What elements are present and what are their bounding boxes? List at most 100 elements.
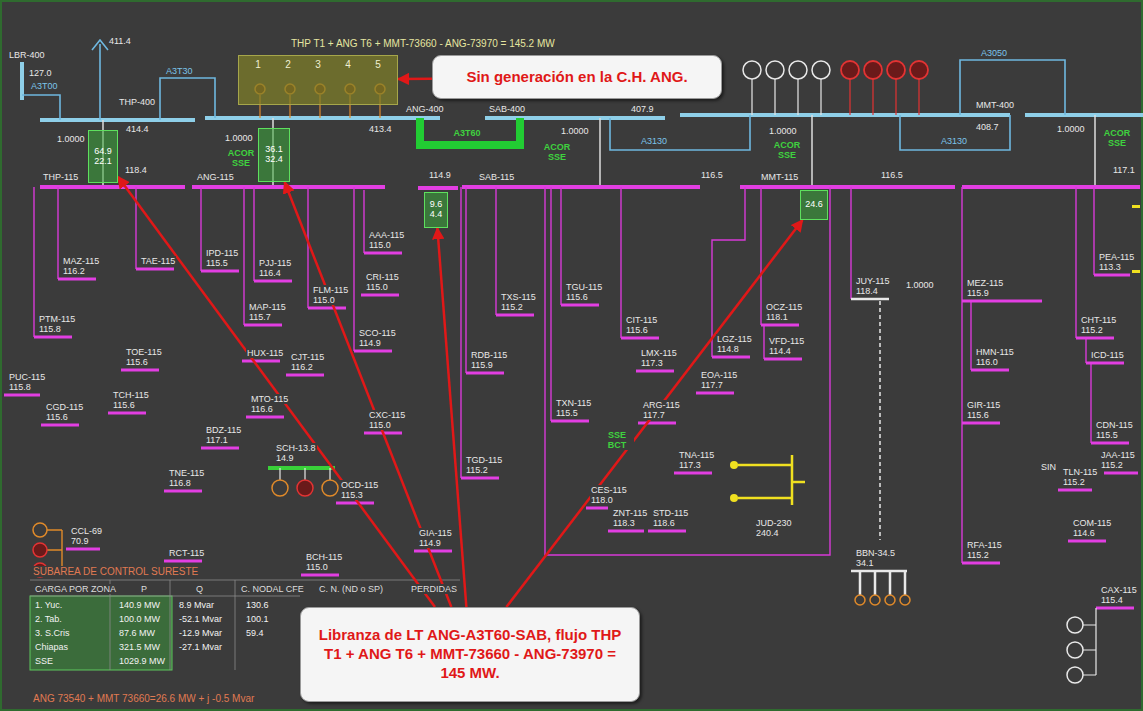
bus-label: 1.0000: [768, 126, 798, 136]
table-cell: 130.6: [245, 600, 270, 610]
bus-label: 115.2: [966, 550, 990, 560]
bus-label: 407.9: [630, 104, 655, 114]
bus-label: THP-115: [42, 172, 79, 182]
bus-label: 115.7: [248, 312, 272, 322]
bus-node: [730, 494, 738, 502]
bus-label: FLM-115: [312, 285, 349, 295]
bus-label: 114.8: [716, 344, 740, 354]
table-cell: 321.5 MW: [118, 642, 161, 652]
bus-label: HMN-115: [975, 347, 1015, 357]
bus-label: 115.6: [125, 357, 149, 367]
bus-label: CCL-69: [70, 526, 103, 536]
bus-label: 114.9: [358, 338, 382, 348]
line-a3t60: [420, 118, 520, 145]
bus-label: RDB-115: [470, 350, 508, 360]
bus-label: 115.6: [966, 410, 990, 420]
bus-label: CIT-115: [625, 315, 658, 325]
bus-label: ANG-115: [196, 172, 235, 182]
line-400kv: [22, 40, 1065, 150]
table-cell: 100.0 MW: [118, 614, 161, 624]
callout-arrow: [118, 177, 435, 607]
bus-label: MTO-115: [250, 394, 289, 404]
bus-label: 115.5: [1095, 430, 1119, 440]
generator-symbols: [841, 61, 928, 79]
bus-label: 116.5: [880, 170, 904, 180]
bus-label: 115.6: [45, 412, 69, 422]
generator-symbol: [1067, 667, 1083, 683]
feeder-line: [34, 187, 1094, 563]
bus-label: 240.4: [755, 528, 780, 538]
status-label: ACOR SSE: [540, 142, 574, 162]
table-header: P: [140, 584, 148, 594]
bus-label: 118.3: [612, 518, 636, 528]
generator-symbol: [1067, 642, 1083, 658]
substation-bus: [851, 299, 907, 595]
bus-label: 1.0000: [224, 133, 254, 143]
bus-label: TXN-115: [555, 398, 592, 408]
line-label: A3T30: [165, 66, 194, 76]
bus-label: 70.9: [70, 536, 90, 546]
bus-label: MEZ-115: [966, 278, 1004, 288]
bus-label: TOE-115: [125, 347, 163, 357]
generator-symbol: [33, 543, 47, 557]
generator-symbol: [885, 595, 895, 605]
callout-box: Sin generación en la C.H. ANG.: [432, 55, 722, 99]
table-cell: -52.1 Mvar: [178, 614, 223, 624]
bus-node: [730, 461, 738, 469]
bus-label: TAE-115: [140, 256, 176, 266]
node-text: 64.9: [94, 147, 112, 157]
bus-label: MAP-115: [248, 302, 287, 312]
generator-symbols: [1067, 617, 1083, 683]
bus-label: OCZ-115: [765, 302, 803, 312]
bus-label: 116.4: [258, 268, 282, 278]
node-text: Libranza de LT ANG-A3T60-SAB, flujo THP …: [311, 626, 629, 682]
status-label: A3T60: [450, 128, 484, 138]
table-cell: Chiapas: [34, 642, 69, 652]
bus-label: 414.4: [125, 124, 150, 134]
bus-label: 116.5: [700, 170, 724, 180]
bus-label: 117.7: [700, 380, 724, 390]
bus-label: PUC-115: [8, 372, 46, 382]
transformer-link: [103, 115, 1095, 187]
bus-label: 118.1: [765, 312, 789, 322]
node-text: Sin generación en la C.H. ANG.: [466, 68, 687, 87]
bus-label: 115.6: [112, 400, 136, 410]
bus-label: OCD-115: [340, 480, 379, 490]
bus-label: PJJ-115: [258, 258, 292, 268]
bus-label: ICD-115: [1090, 350, 1125, 360]
bus-label: ZNT-115: [612, 508, 648, 518]
bus-label: CJT-115: [290, 352, 325, 362]
bus-label: 115.2: [1062, 477, 1086, 487]
line-label: A3T00: [30, 81, 59, 91]
bus-label: 114.6: [1072, 528, 1096, 538]
bus-label: 116.6: [250, 404, 274, 414]
tie-line: [879, 301, 881, 540]
node-text: 1: [255, 59, 261, 71]
highlight-box: 9.64.4: [424, 192, 448, 228]
bus-label: 118.4: [855, 286, 879, 296]
generator-lead: [280, 468, 330, 480]
node-text: 32.4: [265, 155, 283, 165]
bus-label: IPD-115: [205, 248, 239, 258]
generator-symbol: [900, 595, 910, 605]
bus-label: 117.3: [640, 358, 664, 368]
table-header: C. N. (ND o SP): [318, 584, 384, 594]
bus-label: 114.4: [768, 346, 792, 356]
table-cell: 1029.9 MW: [118, 656, 166, 666]
bus-label: 116.2: [62, 266, 86, 276]
bus-label: 115.0: [368, 420, 392, 430]
bus-label: SAB-115: [478, 172, 515, 182]
generator-lead: [1083, 608, 1096, 675]
bus-label: PTM-115: [38, 314, 76, 324]
bus-label: 113.3: [1098, 262, 1122, 272]
callout-arrow: [285, 182, 452, 607]
bus-label: 1.0000: [560, 126, 590, 136]
bus-label: 115.0: [365, 282, 389, 292]
bus-label: EOA-115: [700, 370, 738, 380]
bus-label: 118.6: [652, 518, 676, 528]
table-cell: 87.6 MW: [118, 628, 156, 638]
bus-label: 115.2: [500, 302, 524, 312]
